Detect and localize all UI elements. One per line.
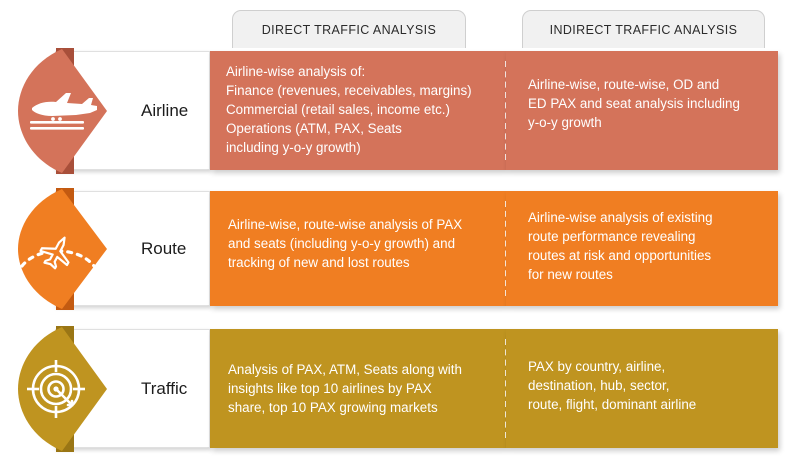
- direct-analysis-text: Analysis of PAX, ATM, Seats along with i…: [228, 362, 462, 416]
- direct-analysis-text: Airline-wise, route-wise analysis of PAX…: [228, 217, 463, 271]
- block-divider: [505, 339, 506, 438]
- row-label: Traffic: [141, 378, 188, 398]
- indirect-analysis-text: Airline-wise, route-wise, OD and ED PAX …: [528, 77, 740, 131]
- row-badge-route: [12, 188, 122, 310]
- direct-analysis-block-airline: Airline-wise analysis of: Finance (reven…: [210, 51, 506, 170]
- direct-analysis-block-traffic: Analysis of PAX, ATM, Seats along with i…: [210, 329, 506, 448]
- block-divider: [505, 201, 506, 296]
- header-tab-label: DIRECT TRAFFIC ANALYSIS: [261, 22, 437, 37]
- header-tab-label: INDIRECT TRAFFIC ANALYSIS: [549, 22, 738, 37]
- header-tab-direct-traffic-analysis[interactable]: DIRECT TRAFFIC ANALYSIS: [232, 10, 466, 48]
- row-badge-airline: [12, 48, 122, 174]
- airplane-route-icon: [20, 236, 96, 270]
- direct-analysis-block-route: Airline-wise, route-wise analysis of PAX…: [210, 191, 506, 306]
- radar-target-icon: [27, 360, 85, 418]
- indirect-analysis-block-airline: Airline-wise, route-wise, OD and ED PAX …: [506, 51, 778, 170]
- header-tab-indirect-traffic-analysis[interactable]: INDIRECT TRAFFIC ANALYSIS: [522, 10, 765, 48]
- direct-analysis-text: Airline-wise analysis of: Finance (reven…: [226, 64, 472, 156]
- airplane-side-icon: [30, 93, 97, 130]
- diagram-row-traffic: Traffic Anal: [0, 326, 800, 452]
- indirect-analysis-block-route: Airline-wise analysis of existing route …: [506, 191, 778, 306]
- block-divider: [505, 61, 506, 160]
- indirect-analysis-text: PAX by country, airline, destination, hu…: [528, 359, 697, 413]
- indirect-analysis-text: Airline-wise analysis of existing route …: [528, 210, 713, 283]
- diagram-row-airline: Airline Airline-wise analysis of: Fi: [0, 48, 800, 174]
- indirect-analysis-block-traffic: PAX by country, airline, destination, hu…: [506, 329, 778, 448]
- row-label: Airline: [141, 100, 189, 120]
- row-label: Route: [141, 238, 187, 258]
- row-badge-traffic: [12, 326, 122, 452]
- diagram-row-route: Route Airline-wise, route-wise analysis …: [0, 188, 800, 310]
